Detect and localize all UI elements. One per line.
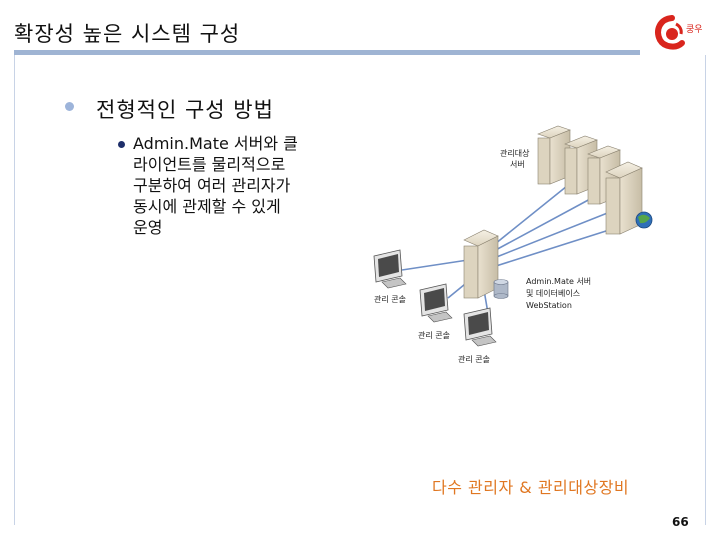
monitor-icon [463, 307, 497, 347]
frame-left-line [14, 55, 15, 525]
company-logo: 쿵우 [655, 15, 702, 50]
frame-right-line [705, 55, 706, 525]
server-icon [463, 229, 499, 299]
managed-server-cluster [537, 125, 653, 235]
page-number: 66 [672, 515, 689, 529]
console-label: 관리 콘솔 [418, 330, 450, 340]
body-paragraph: Admin.Mate 서버와 클 라이언트를 물리적으로 구분하여 여러 관리자… [133, 133, 343, 238]
globe-icon [635, 211, 653, 229]
logo-text: 쿵우 [686, 24, 702, 35]
section-heading: 전형적인 구성 방법 [96, 98, 274, 122]
title-underline-bar [14, 50, 640, 55]
managed-servers-label: 서버 [510, 159, 525, 169]
slide-title: 확장성 높은 시스템 구성 [14, 22, 241, 46]
console-label: 관리 콘솔 [374, 294, 406, 304]
database-icon [493, 279, 509, 299]
admin-server [463, 229, 509, 299]
body-line: 구분하여 여러 관리자가 [133, 176, 291, 195]
logo-swirl-icon [655, 15, 685, 50]
monitor-icon [373, 249, 407, 289]
body-line: 동시에 관제할 수 있게 [133, 197, 281, 216]
console-label: 관리 콘솔 [458, 354, 490, 364]
admin-server-label: 및 데이터베이스 [526, 288, 580, 298]
body-line: 라이언트를 물리적으로 [133, 155, 286, 174]
admin-server-label: Admin.Mate 서버 [526, 276, 591, 286]
admin-server-label: WebStation [526, 301, 572, 310]
diagram-caption: 다수 관리자 & 관리대상장비 [432, 478, 630, 497]
network-diagram: 관리대상 서버 Admin.Mate 서버 및 데이터베이스 WebStatio… [373, 125, 653, 364]
bullet-level1 [65, 102, 74, 111]
monitor-icon [419, 283, 453, 323]
body-line: 운영 [133, 218, 163, 237]
body-line: Admin.Mate 서버와 클 [133, 134, 298, 153]
bullet-level2 [118, 141, 125, 148]
managed-servers-label: 관리대상 [500, 148, 530, 158]
